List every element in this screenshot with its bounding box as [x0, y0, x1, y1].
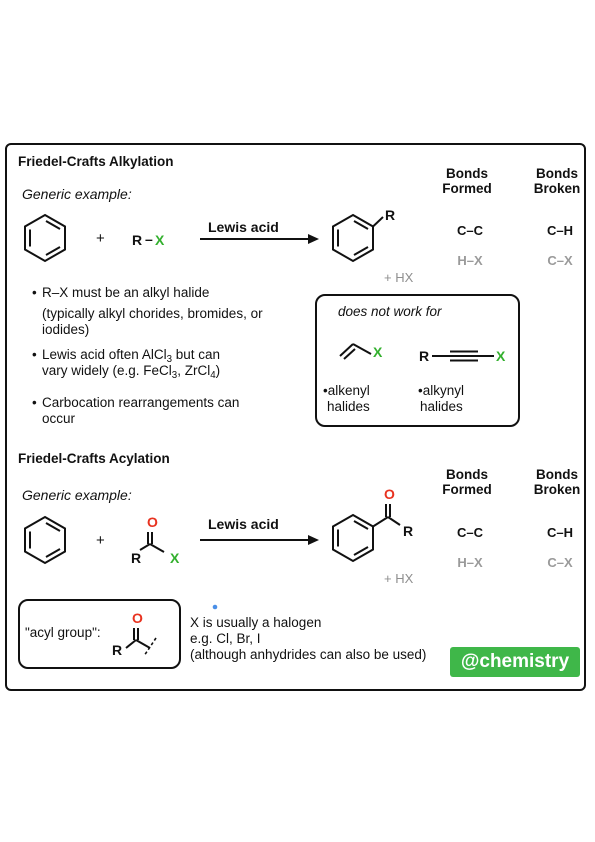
acyl-halide-r: R [131, 550, 142, 566]
acylation-generic-label: Generic example: [22, 487, 132, 503]
alkynyl-label-1: •alkynyl [418, 383, 464, 398]
cursor-dot [212, 604, 218, 610]
alkylation-broken-1: C–H [546, 223, 573, 238]
alkynyl-halide-r: R [419, 348, 430, 364]
alkylation-lewis-acid-label: Lewis acid [208, 219, 279, 235]
alkylation-plus: + [96, 230, 105, 247]
bullet-mark-2: • [32, 347, 37, 362]
alkenyl-halide-x: X [373, 344, 383, 360]
bullet-lewis-acid-examples: vary widely (e.g. FeCl [42, 363, 172, 378]
alkylation-generic-label: Generic example: [22, 186, 132, 202]
alkenyl-label-2: halides [327, 399, 370, 414]
bullet-alkyl-halide-text: R–X must be an alkyl halide [42, 285, 210, 300]
watermark-badge: @chemistry [450, 647, 580, 677]
acylation-bonds-broken-header: Bonds Broken [533, 467, 581, 497]
bullet-carbocation: Carbocation rearrangements can occur [42, 395, 240, 426]
alkylation-reaction-arrow [200, 234, 319, 244]
acylation-plus: + [96, 532, 105, 549]
alkyl-halide-x: X [155, 232, 165, 248]
acyl-halide-x: X [170, 550, 180, 566]
alkynyl-halide-structure [432, 350, 494, 362]
acylbenzene-product-structure [332, 504, 401, 563]
acylation-broken-1: C–H [546, 525, 573, 540]
bullet-fecl3-sub: 3 [171, 369, 178, 381]
bullet-mark-3: • [32, 395, 37, 410]
acylation-hx-byproduct: + HX [384, 571, 414, 586]
alkynyl-halide-x: X [496, 348, 506, 364]
bullet-alkyl-halide: R–X must be an alkyl halide [42, 285, 292, 301]
alkylation-formed-1: C–C [456, 223, 483, 238]
acylation-title: Friedel-Crafts Acylation [18, 451, 170, 466]
diagram-frame [5, 143, 586, 691]
bullet-zrcl-text: , ZrCl [177, 363, 211, 378]
alkyl-halide-r: R [132, 232, 143, 248]
halogen-note-2: e.g. Cl, Br, I [190, 631, 261, 646]
acylation-lewis-acid-label: Lewis acid [208, 516, 279, 532]
alkynyl-label-2: halides [420, 399, 463, 414]
bullet-lewis-acid-text-end: but can [171, 347, 221, 362]
bullet-mark-1: • [32, 285, 37, 300]
acyl-group-o: O [132, 610, 143, 626]
acyl-group-structure [125, 628, 157, 657]
alkylation-bonds-broken-header: Bonds Broken [533, 166, 581, 196]
bullet-zrcl4-sub: 4 [210, 369, 216, 381]
acyl-group-label: "acyl group": [25, 625, 101, 640]
acylation-reaction-arrow [200, 535, 319, 545]
alkyl-halide-bond: – [145, 231, 153, 247]
bullet-lewis-acid: Lewis acid often AlCl3 but can vary wide… [42, 347, 302, 381]
benzene-structure [24, 213, 66, 263]
alkenyl-halide-structure [339, 343, 372, 360]
bullet-close-paren: ) [215, 363, 221, 378]
halogen-note-1: X is usually a halogen [190, 615, 322, 630]
acyl-group-r: R [112, 642, 123, 658]
does-not-work-box [315, 294, 520, 427]
alkylation-title: Friedel-Crafts Alkylation [18, 154, 174, 169]
alkylation-hx-byproduct: + HX [384, 270, 414, 285]
acylation-broken-2: C–X [547, 555, 573, 570]
product-ketone-r: R [403, 523, 414, 539]
bullet-alkyl-halide-examples: (typically alkyl chorides, bromides, or … [42, 306, 263, 337]
halogen-note-3: (although anhydrides can also be used) [190, 647, 427, 662]
alkylbenzene-product-structure [332, 213, 384, 263]
acyl-halide-structure [139, 532, 165, 553]
acyl-group-box [18, 599, 181, 669]
alkylation-broken-2: C–X [547, 253, 573, 268]
alkylation-formed-2: H–X [457, 253, 483, 268]
bullet-lewis-acid-text: Lewis acid often AlCl [42, 347, 167, 362]
benzene-structure-acylation [24, 515, 66, 565]
product-ketone-o: O [384, 486, 395, 502]
bullet-lewis-acid-sub: 3 [166, 353, 172, 365]
alkenyl-label-1: •alkenyl [323, 383, 370, 398]
acylation-bonds-formed-header: Bonds Formed [442, 467, 492, 497]
does-not-work-title: does not work for [338, 304, 442, 319]
acylation-formed-1: C–C [456, 525, 483, 540]
alkylation-bonds-formed-header: Bonds Formed [442, 166, 492, 196]
acyl-halide-o: O [147, 514, 158, 530]
product-r-group: R [385, 207, 396, 223]
acylation-formed-2: H–X [457, 555, 483, 570]
